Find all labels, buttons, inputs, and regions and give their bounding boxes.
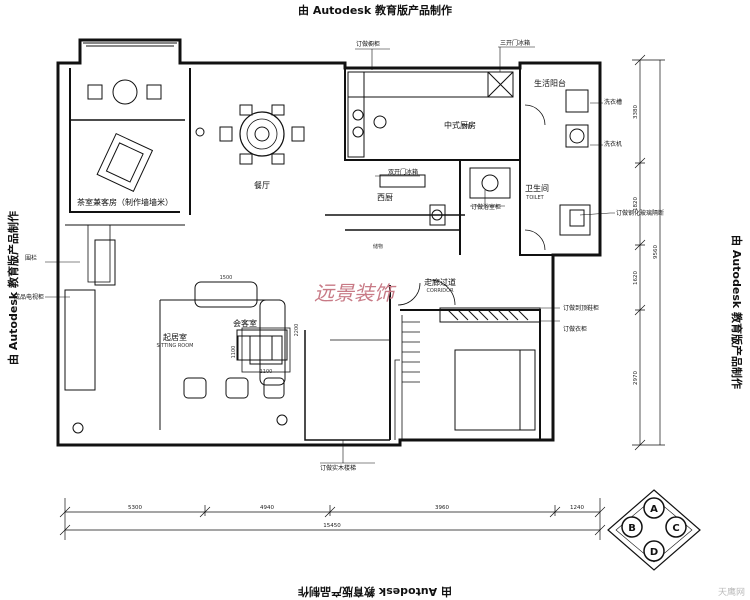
compass-a: A	[650, 504, 658, 515]
living-label: 起居室	[163, 332, 187, 342]
ann-custom-cabinet: 订做橱柜	[356, 40, 380, 48]
ann-double-door-fridge: 双开门冰箱	[388, 168, 418, 176]
living-room-label: 会客室	[233, 318, 257, 328]
compass-c: C	[672, 523, 679, 534]
ann-wardrobe: 订做衣柜	[563, 325, 587, 333]
ann-stair: 订做实木楼梯	[320, 464, 356, 472]
dining-label: 餐厅	[254, 181, 270, 190]
corner-watermark: 天鹰网	[718, 586, 745, 598]
corridor-label: 走廊过道	[424, 277, 456, 287]
watermark-bottom: 由 Autodesk 教育版产品制作	[298, 585, 453, 598]
kitchen-label: 中式厨房	[444, 120, 476, 130]
watermark-top: 由 Autodesk 教育版产品制作	[297, 4, 452, 17]
west-kitchen-label: 西厨	[377, 193, 393, 202]
ann-washer: 洗衣机	[604, 140, 622, 148]
ann-three-door-fridge: 三开门冰箱	[500, 39, 530, 47]
company-watermark: 远景装饰	[314, 281, 397, 305]
compass-b: B	[628, 523, 636, 534]
rug-height-dim: 1100	[231, 346, 237, 359]
dim-bottom-1: 4940	[260, 505, 274, 511]
ann-tv-cabinet: 成品电视柜	[14, 293, 44, 301]
ann-wash-basin: 洗衣槽	[604, 98, 622, 106]
storage-label: 储物	[373, 243, 383, 250]
rug-width-dim: 1100	[260, 369, 273, 375]
dim-right-2: 1620	[633, 271, 639, 285]
compass-icon	[607, 489, 701, 571]
dim-right-3: 2970	[633, 371, 639, 385]
ann-shoe-cabinet: 订做到顶鞋柜	[563, 304, 599, 312]
dim-bottom-0: 5300	[128, 505, 142, 511]
sofa-width-dim: 1500	[220, 275, 233, 281]
bathroom-sub-label: TOILET	[525, 195, 544, 201]
watermark-right: 由 Autodesk 教育版产品制作	[730, 235, 743, 390]
ann-custom-bath-cabinet: 订做浴室柜	[471, 203, 501, 211]
dim-right-total: 9560	[653, 245, 659, 259]
ann-railing: 围栏	[25, 254, 37, 262]
dim-right-1: 1820	[633, 197, 639, 211]
balcony-label: 生活阳台	[534, 78, 566, 88]
tea-room-label: 茶室兼客房（制作墙墙米）	[77, 197, 173, 207]
bathroom-label: 卫生间	[525, 183, 549, 193]
dim-right-0: 3380	[633, 105, 639, 119]
dim-bottom-3: 1240	[570, 505, 584, 511]
closet-label: 衣帽	[462, 123, 472, 130]
compass-d: D	[650, 547, 658, 558]
watermark-left: 由 Autodesk 教育版产品制作	[7, 210, 20, 365]
corridor-sub-label: CORRIDOR	[426, 288, 454, 294]
living-sub-label: SITTING ROOM	[156, 343, 193, 349]
dim-bottom-total: 15450	[323, 523, 341, 529]
dim-bottom-2: 3960	[435, 505, 449, 511]
sofa-length-dim: 2200	[294, 324, 300, 337]
